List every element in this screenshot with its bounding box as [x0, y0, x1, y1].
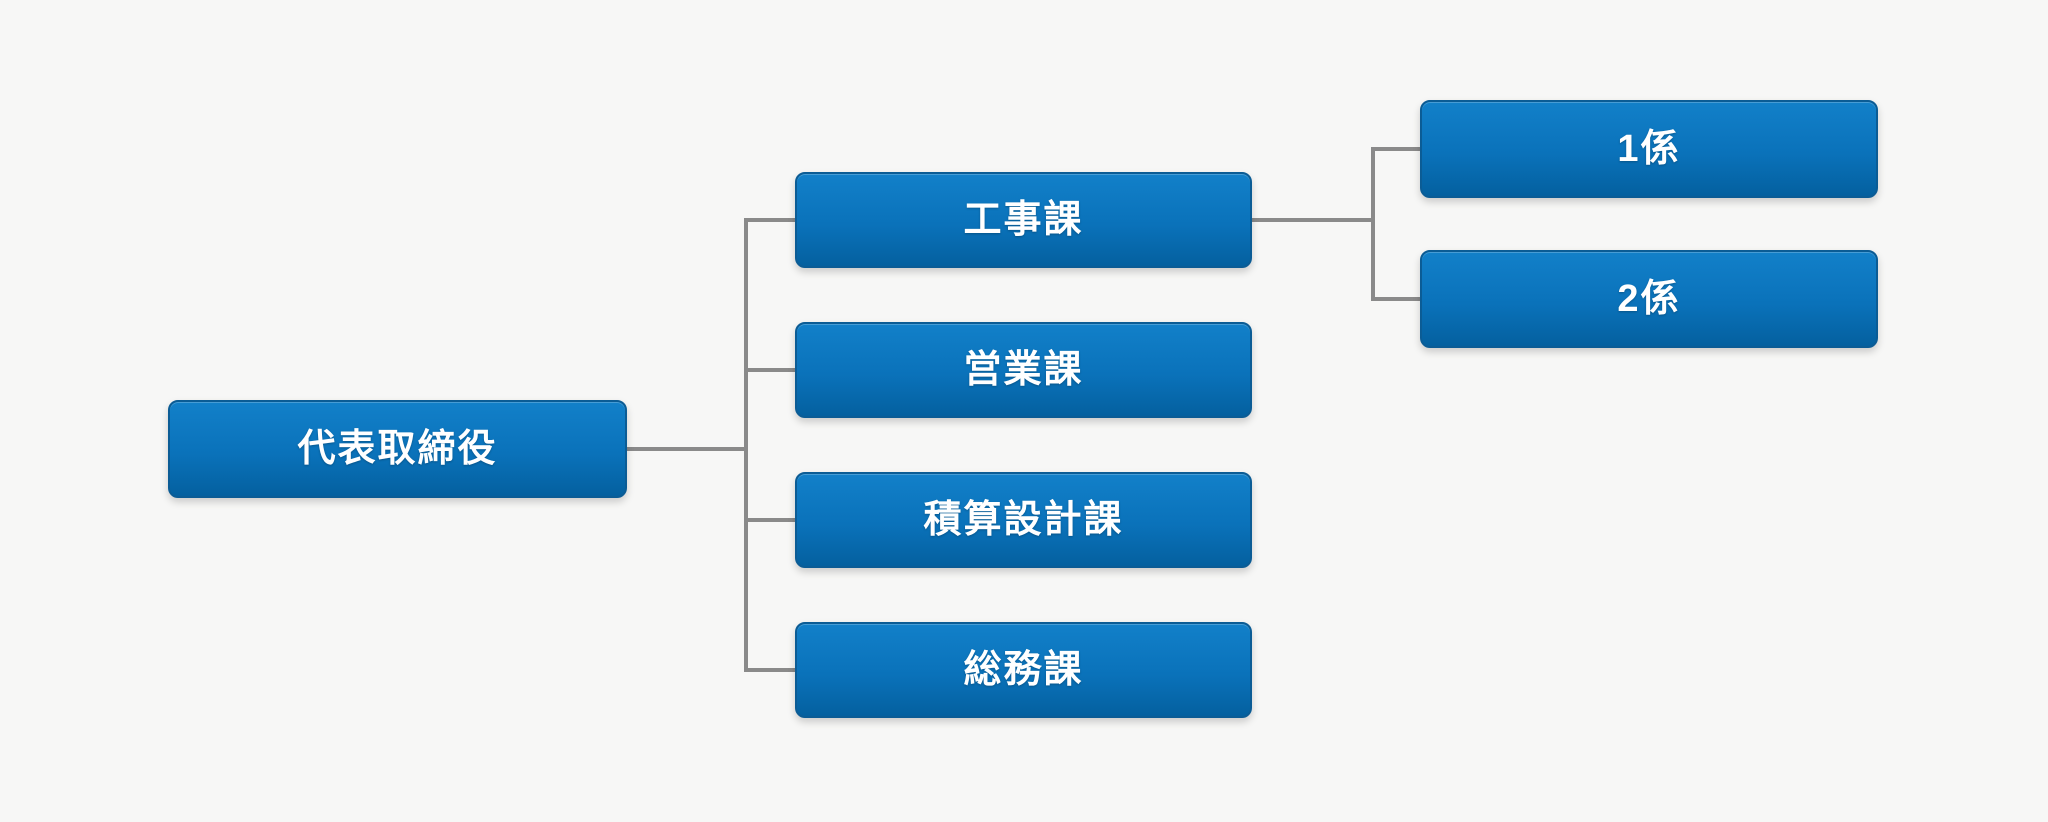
org-node-estimation-design-label: 積算設計課	[923, 499, 1124, 541]
connector-branch-construction	[744, 218, 795, 222]
org-node-team-2: 2係	[1420, 250, 1878, 348]
connector-president-stem	[627, 447, 748, 451]
connector-construction-stem	[1252, 218, 1373, 222]
org-node-estimation-design: 積算設計課	[795, 472, 1252, 568]
org-node-sales-label: 営業課	[963, 349, 1084, 391]
connector-branch-team-2	[1371, 297, 1420, 301]
org-node-sales: 営業課	[795, 322, 1252, 418]
connector-branch-sales	[744, 368, 795, 372]
connector-branch-team-1	[1371, 147, 1420, 151]
org-node-team-1-label: 1係	[1617, 128, 1681, 170]
connector-trunk-departments	[744, 218, 748, 672]
connector-trunk-teams	[1371, 147, 1375, 301]
connector-branch-estimation	[744, 518, 795, 522]
org-node-team-1: 1係	[1420, 100, 1878, 198]
org-node-team-2-label: 2係	[1617, 278, 1681, 320]
org-node-general-affairs-label: 総務課	[963, 649, 1084, 691]
org-node-construction: 工事課	[795, 172, 1252, 268]
org-node-general-affairs: 総務課	[795, 622, 1252, 718]
org-node-president-label: 代表取締役	[297, 428, 498, 470]
connector-branch-general-affairs	[744, 668, 795, 672]
org-node-construction-label: 工事課	[963, 199, 1084, 241]
org-node-president: 代表取締役	[168, 400, 627, 498]
